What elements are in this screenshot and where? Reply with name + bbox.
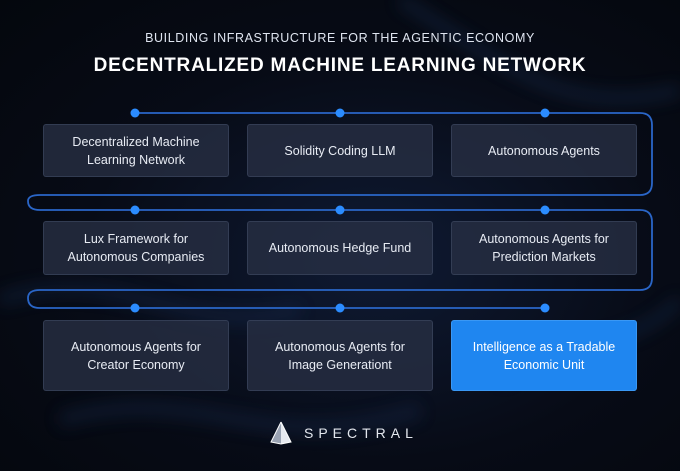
connector-dot bbox=[130, 303, 140, 313]
node-label: Intelligence as a Tradable Economic Unit bbox=[472, 339, 616, 372]
connector-dot bbox=[130, 205, 140, 215]
pyramid-icon bbox=[270, 421, 292, 445]
node-box: Decentralized Machine Learning Network bbox=[43, 124, 229, 177]
connector-dot bbox=[335, 108, 345, 118]
node-label: Lux Framework for Autonomous Companies bbox=[67, 232, 205, 264]
node-box: Autonomous Agents for Creator Economy bbox=[43, 320, 229, 391]
spectral-logo: SPECTRAL bbox=[270, 421, 418, 445]
node-box: Lux Framework for Autonomous Companies bbox=[43, 221, 229, 275]
page-subtitle: BUILDING INFRASTRUCTURE FOR THE AGENTIC … bbox=[145, 31, 535, 45]
node-label: Decentralized Machine Learning Network bbox=[72, 134, 200, 167]
connector-dot bbox=[335, 205, 345, 215]
node-box: Autonomous Hedge Fund bbox=[247, 221, 433, 275]
node-box: Autonomous Agents for Prediction Markets bbox=[451, 221, 637, 275]
page-title: DECENTRALIZED MACHINE LEARNING NETWORK bbox=[93, 55, 587, 76]
connector-dot bbox=[335, 303, 345, 313]
node-box: Autonomous Agents bbox=[451, 124, 637, 177]
connector-dot bbox=[540, 205, 550, 215]
node-label: Autonomous Agents for Image Generationt bbox=[275, 339, 405, 372]
connector-dot bbox=[540, 108, 550, 118]
connector-dot bbox=[130, 108, 140, 118]
node-label: Autonomous Agents bbox=[488, 143, 600, 158]
node-label: Autonomous Agents for Creator Economy bbox=[71, 339, 201, 372]
node-box-highlighted: Intelligence as a Tradable Economic Unit bbox=[451, 320, 637, 391]
logo-text: SPECTRAL bbox=[304, 425, 418, 441]
connector-dot bbox=[540, 303, 550, 313]
node-label: Autonomous Hedge Fund bbox=[268, 241, 412, 255]
node-label: Solidity Coding LLM bbox=[284, 143, 396, 158]
node-label: Autonomous Agents for Prediction Markets bbox=[479, 232, 609, 264]
node-box: Solidity Coding LLM bbox=[247, 124, 433, 177]
node-box: Autonomous Agents for Image Generationt bbox=[247, 320, 433, 391]
